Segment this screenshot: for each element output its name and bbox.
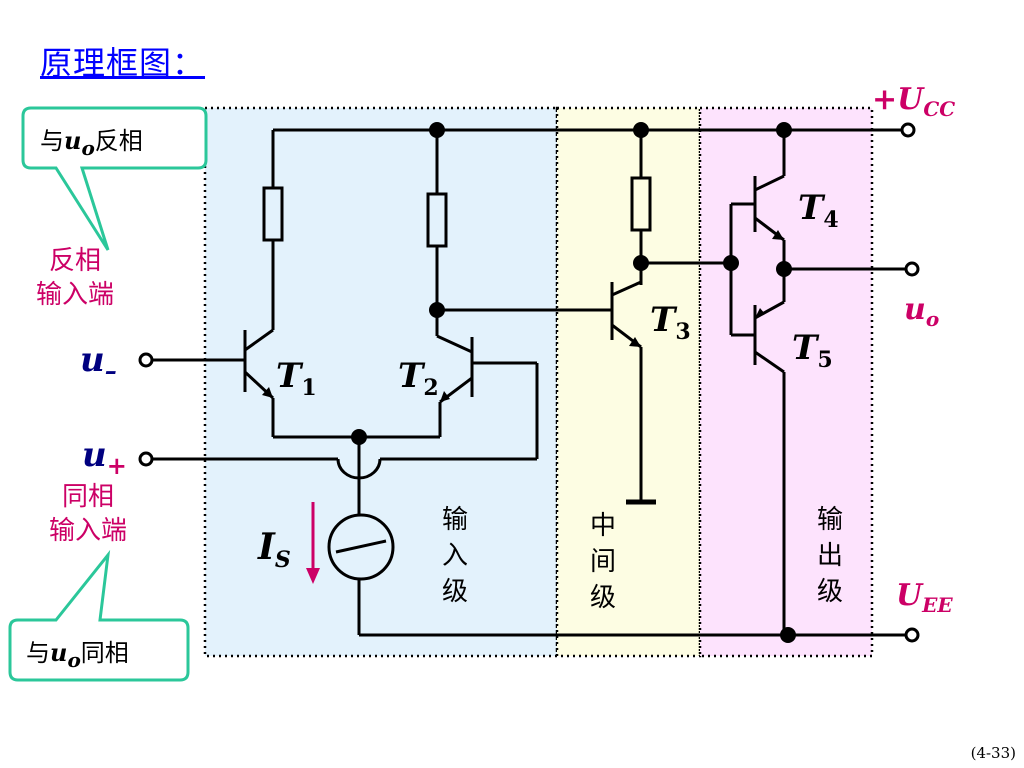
terminal-vcc: [900, 122, 916, 138]
t2-emitter-arrow: [440, 391, 450, 402]
u-minus-label: u–: [80, 340, 117, 385]
input-stage-label: 输入级: [441, 505, 468, 607]
vee-label: UEE: [896, 578, 953, 617]
t1-emitter-arrow: [262, 387, 273, 398]
output-stage-box: [698, 106, 874, 658]
current-source: [327, 513, 395, 581]
u-plus-label: u+: [82, 435, 127, 480]
inverting-input-label: 反相输入端: [35, 246, 114, 310]
t3-emitter-arrow: [629, 337, 641, 347]
terminal-vee: [904, 627, 920, 643]
page-title: 原理框图：: [40, 44, 206, 82]
t4-emitter-arrow: [772, 230, 784, 240]
t5-emitter-arrow: [755, 308, 765, 318]
terminal-u-plus: [138, 451, 154, 467]
t5-label: T5: [792, 328, 833, 373]
callout-noninverting-bubble: [8, 549, 190, 682]
page-number: (4-33): [970, 744, 1016, 762]
noninverting-input-label: 同相输入端: [48, 482, 127, 546]
middle-stage-label: 中间级: [589, 511, 616, 613]
output-stage-label: 输出级: [816, 505, 843, 607]
t3-label: T3: [650, 300, 691, 345]
vcc-label: +UCC: [872, 82, 956, 121]
t1-label: T1: [276, 356, 317, 401]
uo-label: uo: [904, 292, 940, 331]
t4-label: T4: [798, 188, 839, 233]
terminal-u-minus: [138, 352, 154, 368]
is-label: IS: [258, 526, 291, 574]
middle-stage-box: [555, 106, 702, 658]
callout-inverting-text: 与uo反相: [40, 126, 143, 160]
callout-noninverting-text: 与uo同相: [26, 638, 129, 672]
terminal-uo: [904, 261, 920, 277]
callout-inverting-bubble: [21, 106, 208, 251]
t2-label: T2: [398, 356, 439, 401]
